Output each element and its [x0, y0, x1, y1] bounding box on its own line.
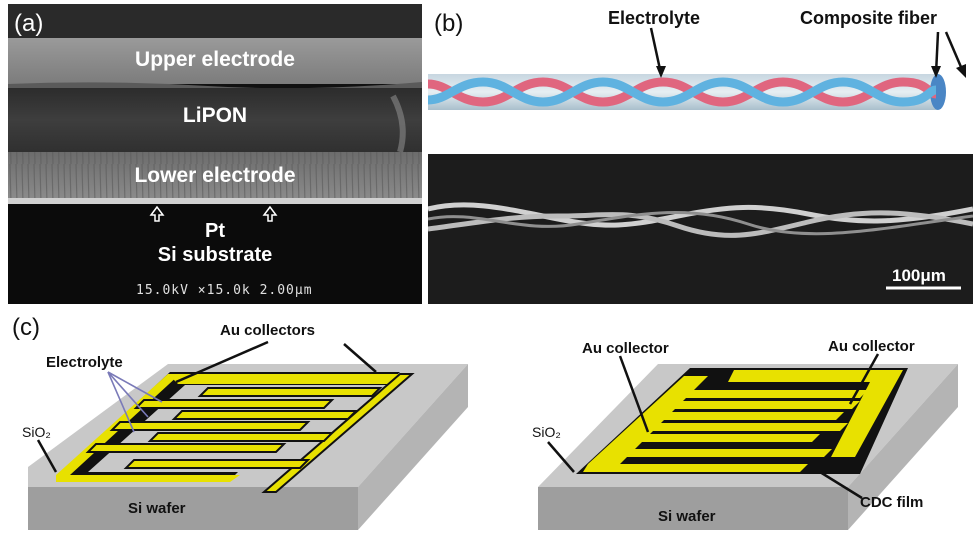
- panel-b: (b) Electrolyte Composite fiber 100μm: [427, 4, 974, 304]
- si-substrate-layer: [8, 204, 422, 304]
- panel-a-sem-image: [8, 4, 422, 304]
- right-au-collectors: [576, 368, 908, 474]
- right-sio2-label: SiO₂: [532, 424, 561, 440]
- left-electrolyte-label: Electrolyte: [46, 354, 123, 371]
- upper-electrode-label: Upper electrode: [135, 48, 295, 71]
- lipon-layer: [8, 88, 422, 152]
- sem-scale-text: 15.0kV ×15.0k 2.00μm: [136, 283, 313, 298]
- panel-c-label: (c): [12, 314, 40, 341]
- pt-arrow-left-icon: [149, 205, 165, 222]
- electrolyte-label: Electrolyte: [608, 8, 701, 28]
- panel-a-label: (a): [14, 10, 44, 37]
- pt-label: Pt: [205, 220, 225, 242]
- lipon-label: LiPON: [182, 104, 248, 127]
- pt-arrow-right-icon: [262, 205, 278, 222]
- right-cdc-film-label: CDC film: [860, 494, 924, 511]
- left-au-collectors-label: Au collectors: [220, 322, 316, 339]
- composite-fiber-label: Composite fiber: [800, 8, 938, 28]
- scale-bar-label: 100μm: [892, 266, 946, 285]
- panel-b-label: (b): [434, 10, 464, 37]
- left-sio2-label: SiO₂: [22, 424, 51, 440]
- fiber-end-cap: [930, 74, 946, 110]
- pt-layer: [8, 198, 422, 204]
- panel-a: (a) Upper electrode LiPON Lower electrod…: [8, 4, 422, 304]
- top-surface: [8, 4, 422, 38]
- panel-c-image: [28, 340, 958, 530]
- right-au-collector-right-label: Au collector: [828, 338, 915, 355]
- right-au-collector-left-label: Au collector: [582, 340, 669, 357]
- panel-b-image: [427, 4, 974, 304]
- left-au-collectors: [56, 372, 415, 493]
- blue-strand: [427, 77, 937, 107]
- right-si-wafer-label: Si wafer: [658, 508, 716, 525]
- si-substrate-label: Si substrate: [157, 244, 273, 266]
- left-si-wafer-label: Si wafer: [128, 500, 186, 517]
- upper-electrode-layer: [8, 38, 422, 84]
- panel-c: (c) Au collectors Electrolyte SiO₂ Si wa…: [8, 312, 973, 538]
- lower-electrode-label: Lower electrode: [134, 164, 296, 187]
